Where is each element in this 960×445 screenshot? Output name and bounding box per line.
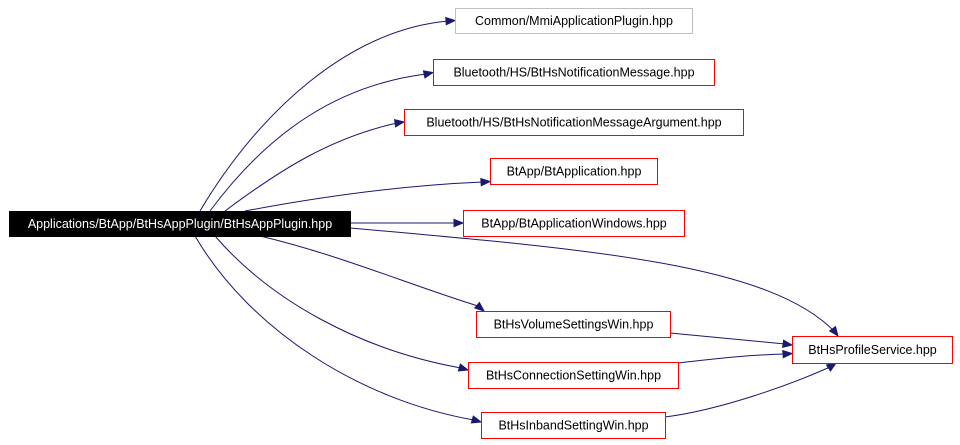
node-label: BtHsProfileService.hpp — [808, 343, 937, 357]
edge-root-to-conn — [214, 235, 470, 372]
edge-root-to-notif — [209, 70, 435, 212]
edge-line — [259, 235, 479, 307]
node-box — [9, 211, 351, 237]
edge-line — [349, 227, 836, 333]
node-box — [404, 109, 744, 136]
node-box — [455, 8, 693, 34]
edge-line — [224, 122, 398, 212]
node-bthsconnectionsettingwin[interactable]: BtHsConnectionSettingWin.hpp — [468, 362, 679, 389]
node-bthsprofileservice[interactable]: BtHsProfileService.hpp — [792, 336, 953, 364]
edge-line — [209, 73, 427, 212]
arrowhead-icon — [480, 177, 492, 187]
node-mmiapplicationplugin[interactable]: Common/MmiApplicationPlugin.hpp — [455, 8, 693, 34]
arrowhead-icon — [825, 362, 838, 372]
edge-root-to-profile — [349, 227, 839, 338]
node-box — [476, 311, 671, 338]
edge-line — [194, 235, 475, 421]
arrowhead-icon — [781, 339, 794, 348]
node-box — [463, 210, 685, 237]
edge-root-to-btapp — [244, 177, 492, 212]
node-bthsnotificationmessageargument[interactable]: Bluetooth/HS/BtHsNotificationMessageArgu… — [404, 109, 744, 136]
edge-root-to-mmi — [199, 16, 457, 212]
edge-inband-to-profile — [664, 362, 838, 418]
node-label: Bluetooth/HS/BtHsNotificationMessageArgu… — [426, 116, 721, 130]
edge-layer — [194, 16, 839, 424]
arrowhead-icon — [393, 119, 406, 128]
edge-root-to-btappwin — [350, 218, 465, 228]
node-label: Common/MmiApplicationPlugin.hpp — [475, 14, 673, 28]
edge-line — [199, 20, 449, 212]
edge-volume-to-profile — [669, 332, 794, 348]
arrowhead-icon — [473, 301, 486, 312]
node-box — [433, 59, 715, 86]
node-label: BtHsInbandSettingWin.hpp — [498, 419, 648, 433]
node-bthsnotificationmessage[interactable]: Bluetooth/HS/BtHsNotificationMessage.hpp — [433, 59, 715, 86]
node-box — [490, 158, 658, 185]
node-label: Applications/BtApp/BtHsAppPlugin/BtHsApp… — [28, 217, 332, 231]
arrowhead-icon — [453, 218, 465, 228]
node-label: Bluetooth/HS/BtHsNotificationMessage.hpp — [453, 66, 694, 80]
node-box — [792, 336, 953, 364]
edge-line — [669, 332, 786, 345]
node-bthsvolumesettingswin[interactable]: BtHsVolumeSettingsWin.hpp — [476, 311, 671, 338]
node-btapplication[interactable]: BtApp/BtApplication.hpp — [490, 158, 658, 185]
node-bthsappplugin[interactable]: Applications/BtApp/BtHsAppPlugin/BtHsApp… — [9, 211, 351, 237]
node-label: BtHsVolumeSettingsWin.hpp — [494, 318, 654, 332]
edge-line — [214, 235, 462, 369]
node-box — [481, 412, 666, 439]
edge-line — [664, 366, 831, 418]
node-btapplicationwindows[interactable]: BtApp/BtApplicationWindows.hpp — [463, 210, 685, 237]
node-label: BtApp/BtApplicationWindows.hpp — [481, 217, 667, 231]
arrowhead-icon — [782, 349, 794, 359]
node-label: BtApp/BtApplication.hpp — [507, 165, 642, 179]
arrowhead-icon — [445, 16, 457, 26]
node-label: BtHsConnectionSettingWin.hpp — [486, 369, 661, 383]
node-bthsinbandsettingwin[interactable]: BtHsInbandSettingWin.hpp — [481, 412, 666, 439]
edge-line — [244, 181, 484, 212]
edge-line — [677, 353, 786, 364]
edge-root-to-notifarg — [224, 119, 406, 212]
edge-root-to-volume — [259, 235, 486, 312]
arrowhead-icon — [457, 363, 470, 372]
node-layer: Applications/BtApp/BtHsAppPlugin/BtHsApp… — [9, 8, 953, 439]
arrowhead-icon — [828, 325, 839, 338]
arrowhead-icon — [422, 70, 435, 79]
edge-conn-to-profile — [677, 349, 794, 364]
arrowhead-icon — [470, 415, 483, 424]
edge-root-to-inband — [194, 235, 483, 424]
node-box — [468, 362, 679, 389]
